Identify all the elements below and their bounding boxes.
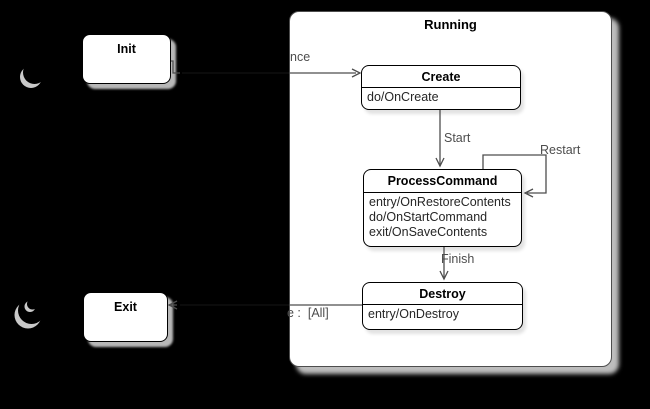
transition-label-start: Start [444,131,471,145]
state-process-command-activity-entry: entry/OnRestoreContents [369,195,511,209]
arrowhead-into-create [351,68,362,78]
transition-finish[interactable] [439,247,449,281]
transition-restart-line [482,154,547,194]
transition-destroy-to-exit[interactable] [167,300,362,310]
state-destroy-title: Destroy [363,283,522,305]
transition-init-to-create[interactable] [171,60,362,78]
arrowhead-into-exit [167,300,178,310]
state-create-title: Create [362,66,520,88]
state-process-command-title: ProcessCommand [364,170,521,193]
state-init-title: Init [117,42,136,56]
transition-label-finish: Finish [441,252,475,266]
state-create[interactable]: Create do/OnCreate [361,65,521,110]
arrowhead-into-destroy [439,270,449,281]
state-init[interactable]: Init [82,34,171,84]
state-exit-title: Exit [114,300,137,314]
state-create-activity: do/OnCreate [367,90,439,104]
state-process-command[interactable]: ProcessCommand entry/OnRestoreContents d… [363,169,522,247]
initial-state-icon[interactable] [20,61,46,88]
transition-start[interactable] [435,110,445,168]
state-destroy-activity: entry/OnDestroy [368,307,460,321]
state-process-command-activity-do: do/OnStartCommand [369,210,488,224]
state-process-command-activity-exit: exit/OnSaveContents [369,225,488,239]
state-destroy[interactable]: Destroy entry/OnDestroy [362,282,523,330]
state-exit[interactable]: Exit [83,292,168,342]
transition-restart[interactable] [482,154,547,198]
state-running-title: Running [424,17,477,32]
transition-label-terminate: e : [All] [287,306,329,320]
final-state-icon[interactable] [14,297,46,329]
transition-label-create-instance: nce [290,50,311,64]
transition-init-shadow-notch [171,60,180,74]
transition-label-restart: Restart [540,143,581,157]
arrowhead-restart [523,188,534,198]
arrowhead-into-process-command [435,157,445,168]
